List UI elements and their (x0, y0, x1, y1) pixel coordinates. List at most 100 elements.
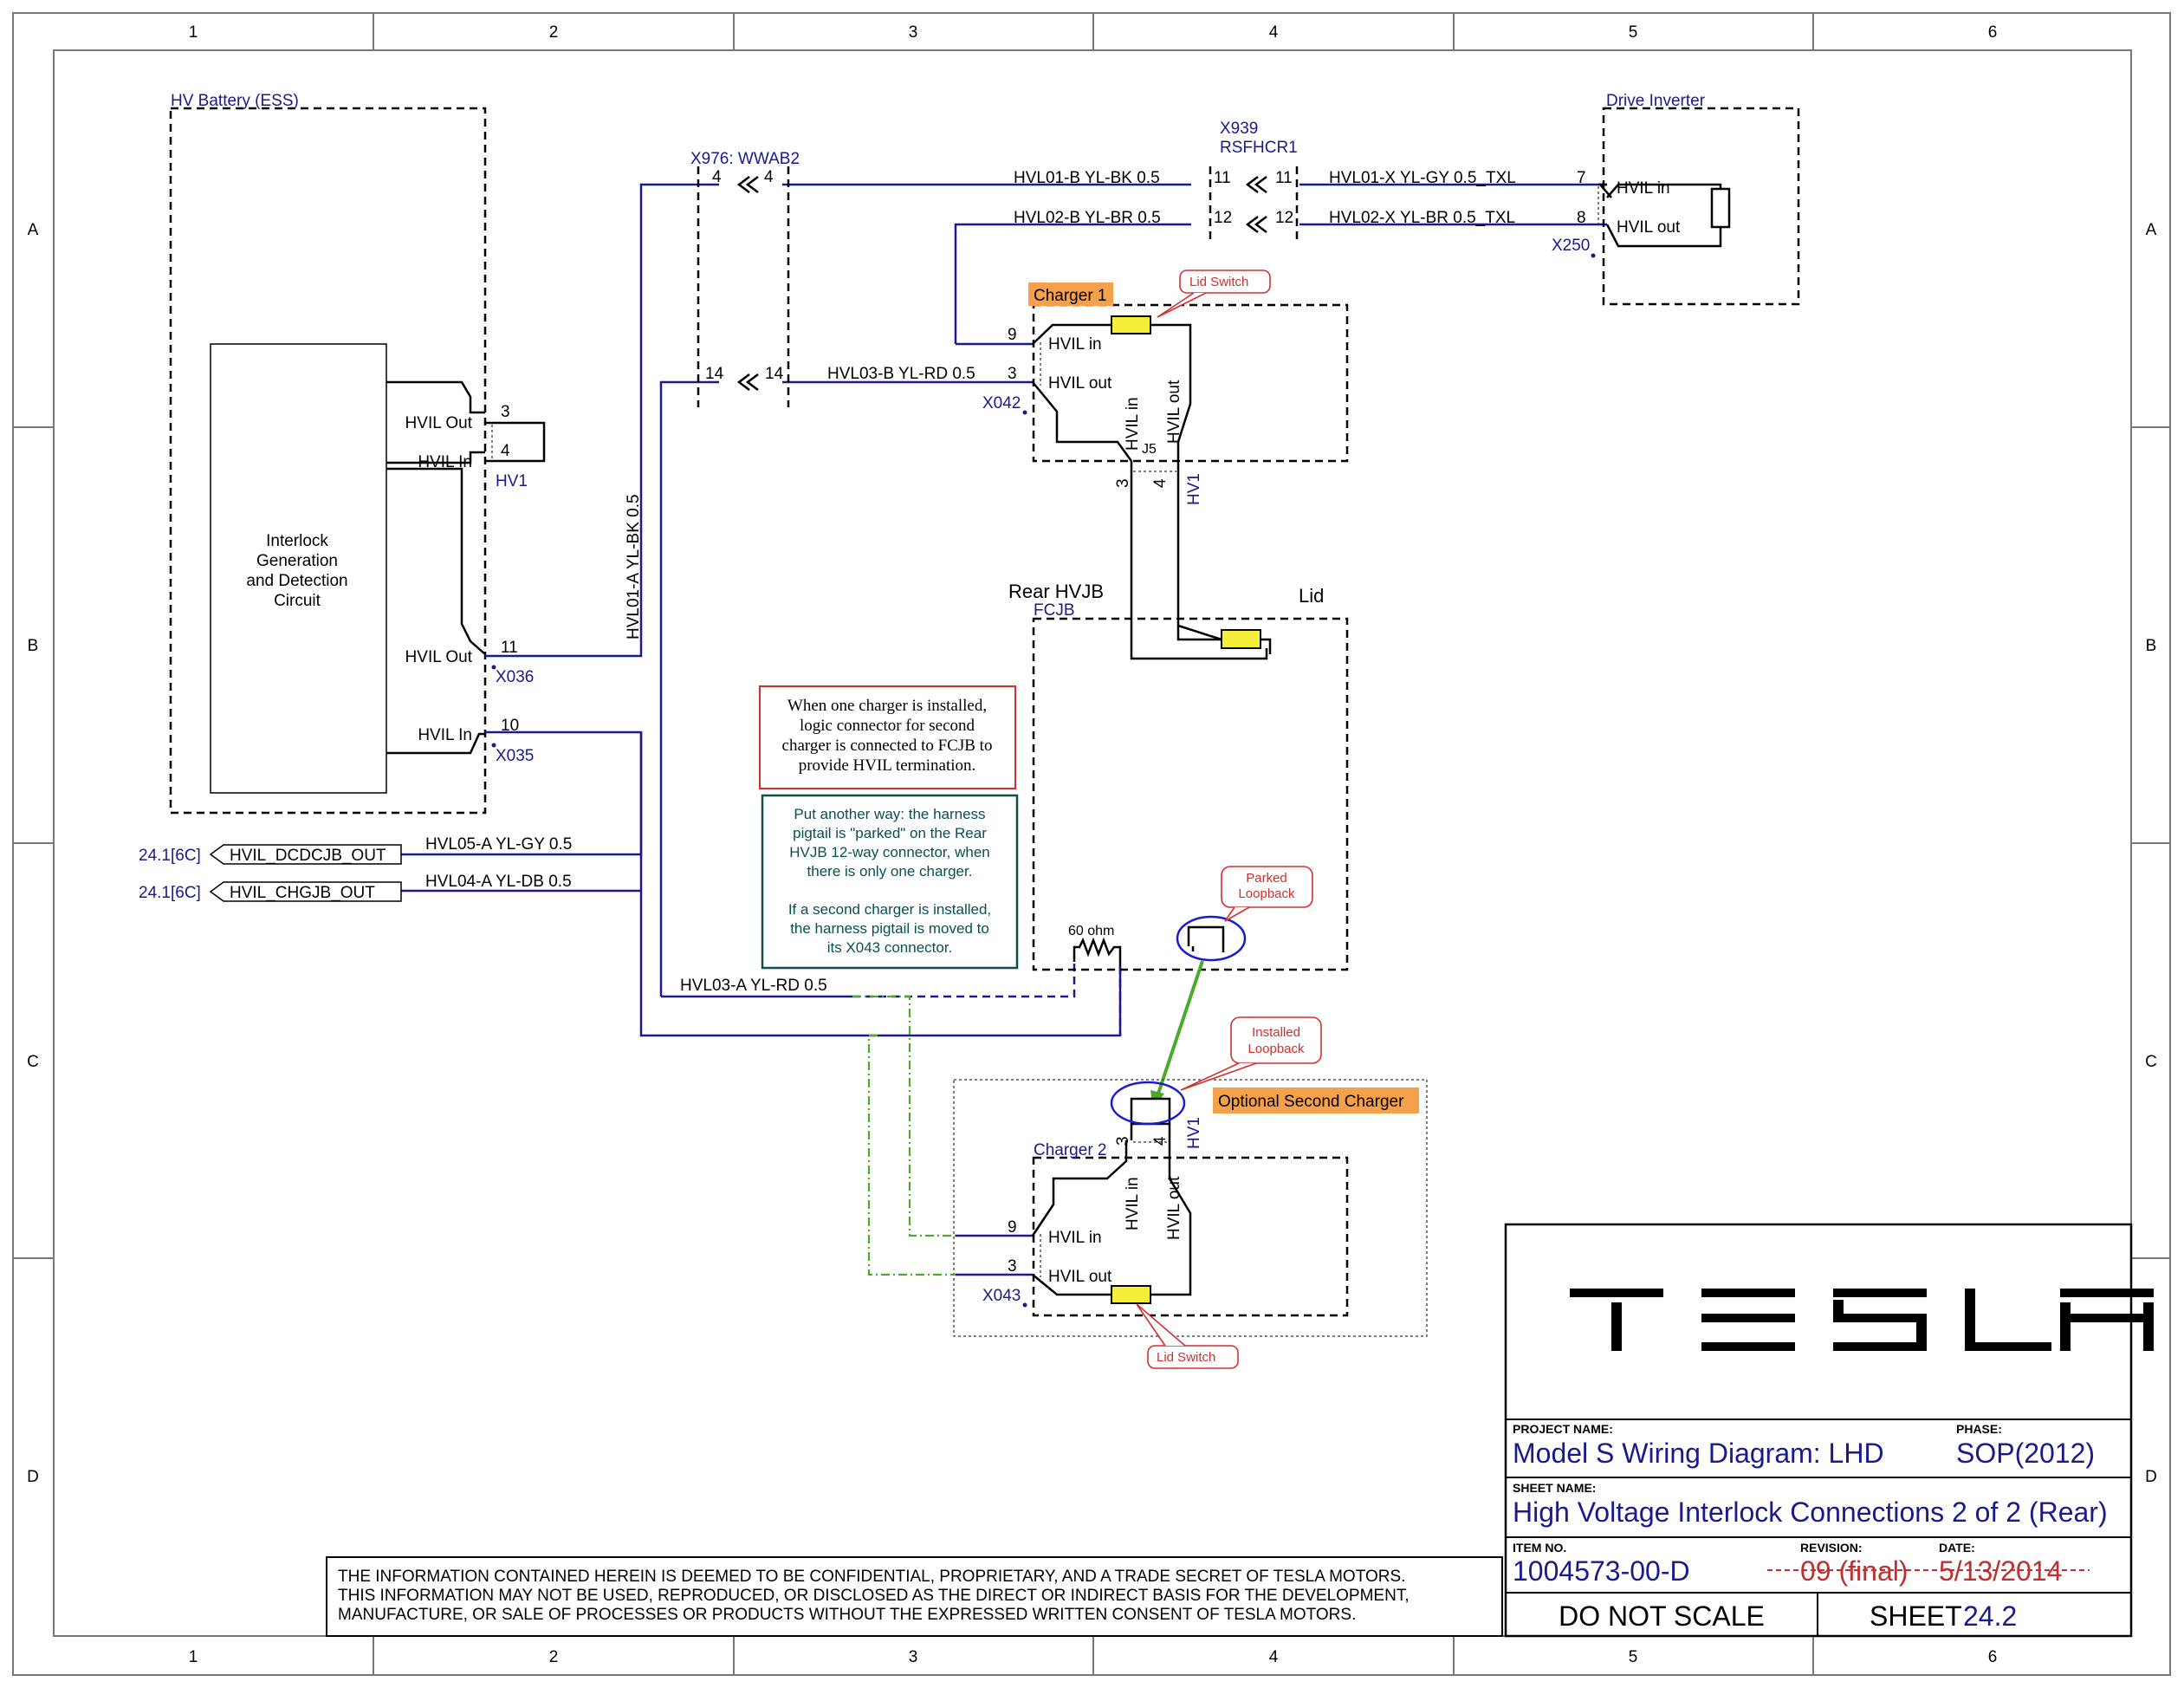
charger-2-pin3: 3 (1008, 1257, 1017, 1276)
offsheet-label-1: HVIL_DCDCJB_OUT (230, 847, 386, 865)
sheet-number: 24.2 (1963, 1600, 2017, 1632)
parked-loopback-callout (1221, 866, 1313, 908)
wire-hvl05-a-label: HVL05-A YL-GY 0.5 (425, 835, 572, 854)
x939-connector: X939 RSFHCR1 11 11 12 12 (1209, 120, 1299, 244)
offsheet-references: 24.1[6C] HVIL_DCDCJB_OUT 24.1[6C] HVIL_C… (139, 844, 402, 902)
one-charger-note-line-1: When one charger is installed, (787, 697, 987, 715)
pin-10-label: 10 (501, 717, 519, 735)
title-block: PROJECT NAME: Model S Wiring Diagram: LH… (1504, 1223, 2154, 1638)
charger-1-tag (1028, 282, 1113, 306)
hv-battery-title: HV Battery (ESS) (171, 92, 299, 110)
rear-hvjb-lid-label: Lid (1299, 585, 1324, 607)
offsheet-tag-2[interactable] (209, 881, 402, 902)
interlock-circuit-label-3: and Detection (246, 572, 347, 590)
one-charger-note-line-3: charger is connected to FCJB to (782, 737, 993, 755)
x036-connector-label: X036 (496, 668, 534, 686)
charger-2-vertical-hvil-out: HVIL out (1165, 1176, 1183, 1240)
parked-note-line-6: If a second charger is installed, (788, 901, 991, 918)
rear-hvjb-title: Rear HVJB (1008, 581, 1104, 602)
x976-pin4-left: 4 (712, 168, 722, 186)
installed-loopback-marker (1110, 1081, 1186, 1126)
wire-hvl03-a-label: HVL03-A YL-RD 0.5 (680, 977, 827, 995)
charger-2-vertical-hvil-in: HVIL in (1124, 1177, 1142, 1230)
confidential-notice: THE INFORMATION CONTAINED HEREIN IS DEEM… (326, 1556, 1503, 1637)
date-value: 5/13/2014 (1939, 1555, 2062, 1587)
charger-1-vertical-hvil-out: HVIL out (1165, 380, 1183, 444)
date-label: DATE: (1939, 1541, 1975, 1555)
do-not-scale-label: DO NOT SCALE (1559, 1600, 1765, 1632)
hvil-out-top-label: HVIL Out (405, 414, 473, 432)
x939-label-1: X939 (1220, 120, 1258, 138)
x976-connector: X976: WWAB2 4 4 14 14 (690, 150, 800, 407)
confidential-line-1: THE INFORMATION CONTAINED HEREIN IS DEEM… (338, 1568, 1405, 1586)
drive-inverter-pin8: 8 (1577, 209, 1586, 227)
row-label-left-d: D (27, 1468, 39, 1486)
sheet-label: SHEET (1870, 1600, 1962, 1632)
col-label-top-6: 6 (1988, 23, 1998, 42)
pin-3-label: 3 (501, 403, 510, 421)
charger-2-block: Optional Second Charger Charger 2 HVIL i… (852, 995, 1428, 1369)
installed-loopback-callout (1230, 1016, 1322, 1064)
charger-2-hv1: HV1 (1185, 1117, 1203, 1149)
row-label-right-b: B (2146, 637, 2157, 655)
parked-note-line-2: pigtail is "parked" on the Rear (793, 825, 987, 841)
pin-4-label: 4 (501, 442, 510, 460)
col-label-bottom-1: 1 (189, 1648, 198, 1666)
col-label-top-2: 2 (549, 23, 559, 42)
item-no-value: 1004573-00-D (1513, 1555, 1690, 1587)
offsheet-label-2: HVIL_CHGJB_OUT (230, 884, 375, 902)
col-label-top-4: 4 (1269, 23, 1279, 42)
parked-note-line-7: the harness pigtail is moved to (790, 920, 989, 937)
col-label-bottom-5: 5 (1629, 1648, 1638, 1666)
one-charger-note (759, 685, 1016, 789)
pin-11-label: 11 (501, 639, 518, 657)
installed-loopback-label-2: Loopback (1248, 1042, 1305, 1056)
col-label-bottom-4: 4 (1269, 1648, 1279, 1666)
charger-1-lid-switch-label: Lid Switch (1189, 275, 1248, 289)
hvil-in-top-label: HVIL In (418, 453, 472, 471)
installed-loopback-label-1: Installed (1252, 1025, 1300, 1040)
project-name-label: PROJECT NAME: (1513, 1422, 1613, 1436)
x035-connector-label: X035 (496, 747, 534, 765)
charger-1-pin3b: 3 (1114, 478, 1132, 488)
x939-pin12-right: 12 (1275, 209, 1293, 227)
parked-note-line-3: HVJB 12-way connector, when (789, 844, 990, 860)
interlock-circuit-label-1: Interlock (266, 532, 328, 550)
x043-connector-label: X043 (982, 1287, 1021, 1305)
sheet-name-value: High Voltage Interlock Connections 2 of … (1513, 1496, 2108, 1528)
optional-second-charger-label: Optional Second Charger (1218, 1093, 1404, 1111)
wire-hvl03-b-label: HVL03-B YL-RD 0.5 (827, 365, 975, 383)
drive-inverter-title: Drive Inverter (1606, 92, 1706, 110)
x939-pin11-left: 11 (1214, 169, 1231, 187)
wire-hvl01-x-label: HVL01-X YL-GY 0.5_TXL (1329, 169, 1516, 187)
row-label-right-c: C (2145, 1053, 2157, 1071)
col-label-bottom-6: 6 (1988, 1648, 1998, 1666)
note-boxes: When one charger is installed, logic con… (759, 685, 1019, 970)
col-label-top-1: 1 (189, 23, 198, 42)
wire-hvl01-a-label: HVL01-A YL-BK 0.5 (625, 494, 643, 639)
hv-battery-block: HV Battery (ESS) Interlock Generation an… (169, 92, 546, 815)
optional-second-charger-tag (1213, 1087, 1419, 1113)
hvil-out-bottom-label: HVIL Out (405, 648, 473, 666)
charger-1-vertical-hvil-in: HVIL in (1124, 397, 1142, 451)
x939-pin12-left: 12 (1214, 209, 1232, 227)
parked-loopback-marker (1176, 915, 1247, 962)
row-label-right-a: A (2146, 221, 2157, 239)
wire-hvl01-b-label: HVL01-B YL-BK 0.5 (1014, 169, 1160, 187)
col-label-top-3: 3 (909, 23, 918, 42)
offsheet-tag-1[interactable] (209, 844, 402, 865)
charger-1-hv1: HV1 (1185, 473, 1203, 505)
parked-loopback-label-2: Loopback (1238, 886, 1295, 901)
parked-note-line-4: there is only one charger. (807, 863, 973, 880)
x939-label-2: RSFHCR1 (1220, 139, 1298, 157)
resistor-60-ohm-label: 60 ohm (1068, 924, 1114, 938)
one-charger-note-line-2: logic connector for second (800, 717, 975, 735)
confidential-line-3: MANUFACTURE, OR SALE OF PROCESSES OR PRO… (338, 1606, 1356, 1624)
wire-hvl02-x-label: HVL02-X YL-BR 0.5_TXL (1329, 209, 1515, 227)
one-charger-note-line-4: provide HVIL termination. (799, 756, 976, 775)
hv1-connector-label: HV1 (496, 472, 528, 490)
charger-1-j5: J5 (1142, 442, 1157, 457)
offsheet-ref-2: 24.1[6C] (139, 884, 201, 902)
rear-hvjb-subtitle: FCJB (1034, 601, 1075, 620)
parked-loopback-label-1: Parked (1246, 871, 1287, 886)
